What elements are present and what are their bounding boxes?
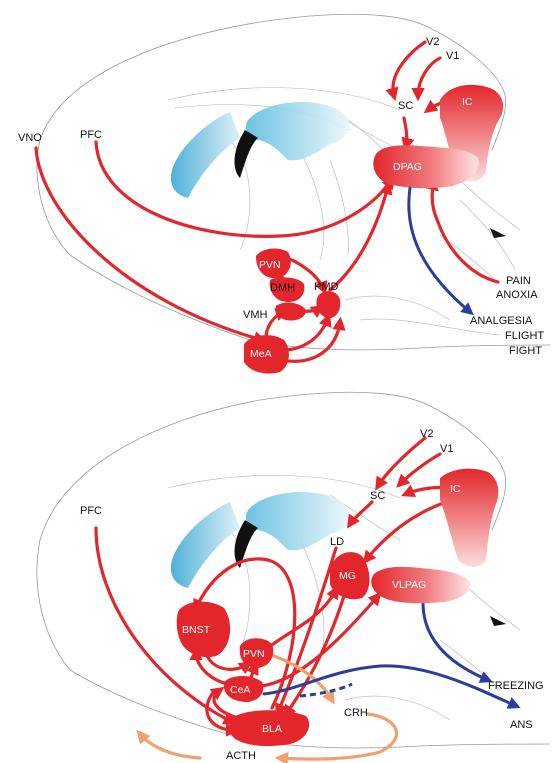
label-ic-top: IC [462,96,473,108]
label-v2-bottom: V2 [420,428,433,440]
label-v1-bottom: V1 [440,443,453,455]
label-pvn-top: PVN [259,259,281,271]
label-analgesia: ANALGESIA [470,315,533,327]
label-sc-top: SC [398,100,413,112]
arrow-vlpag-to-freezing [423,590,488,680]
label-pain: PAIN [506,275,531,287]
label-v1-top: V1 [446,50,459,62]
label-dpag: DPAG [393,161,422,173]
vmh-nucleus [275,303,306,321]
bottom-ventricles [171,492,349,588]
label-fight: FIGHT [509,345,542,357]
label-ic-bottom: IC [450,483,461,495]
arrow-vno-to-mea [36,148,262,340]
arrow-acth-to-amygdala [140,734,200,758]
bottom-panel: PFC V2 V1 SC IC LD MG VLPAG BNST PVN CeA… [37,392,550,762]
label-ans: ANS [510,719,533,731]
label-pvn-bottom: PVN [243,648,265,660]
label-crh: CRH [344,707,368,719]
arrow-ic-to-mg [366,500,452,560]
label-bla: BLA [262,723,282,735]
label-freezing: FREEZING [488,680,544,692]
arrow-v1-to-sc [418,58,440,96]
label-acth: ACTH [226,750,256,762]
dpag-nucleus [373,145,478,188]
bottom-brain-outline [37,392,550,748]
label-pfc-top: PFC [80,129,102,141]
pmd-nucleus [316,291,340,318]
label-cea: CeA [230,684,250,696]
top-ventricles [171,102,349,198]
arrow-sc-to-dpag [404,118,407,146]
arrow-v1-to-sc-bottom [400,454,440,484]
arrow-v2-to-sc-bottom [378,438,425,486]
label-pmd: PMD [314,281,339,293]
label-vlpag: VLPAG [392,579,426,591]
label-vmh: VMH [243,309,268,321]
label-mg: MG [339,570,356,582]
arrow-dpag-to-outputs [409,188,470,312]
label-bnst: BNST [182,624,211,636]
label-ld: LD [330,536,344,548]
arrow-pmd-to-dpag [330,186,388,290]
label-vno: VNO [18,132,42,144]
label-v2-top: V2 [426,36,439,48]
arrow-pain-to-dpag [432,182,498,282]
label-flight: FLIGHT [505,330,544,342]
label-sc-bottom: SC [370,490,385,502]
arrow-pvn-to-mg [268,590,336,648]
label-mea: MeA [250,348,272,360]
label-dmh: DMH [270,282,295,294]
top-panel: VNO PFC V2 V1 SC IC DPAG PVN DMH PMD VMH… [18,14,550,373]
label-pfc-bottom: PFC [80,505,102,517]
label-anoxia: ANOXIA [496,289,538,301]
ic-nucleus-bottom [440,469,498,567]
arrow-cea-to-ans [264,666,516,706]
